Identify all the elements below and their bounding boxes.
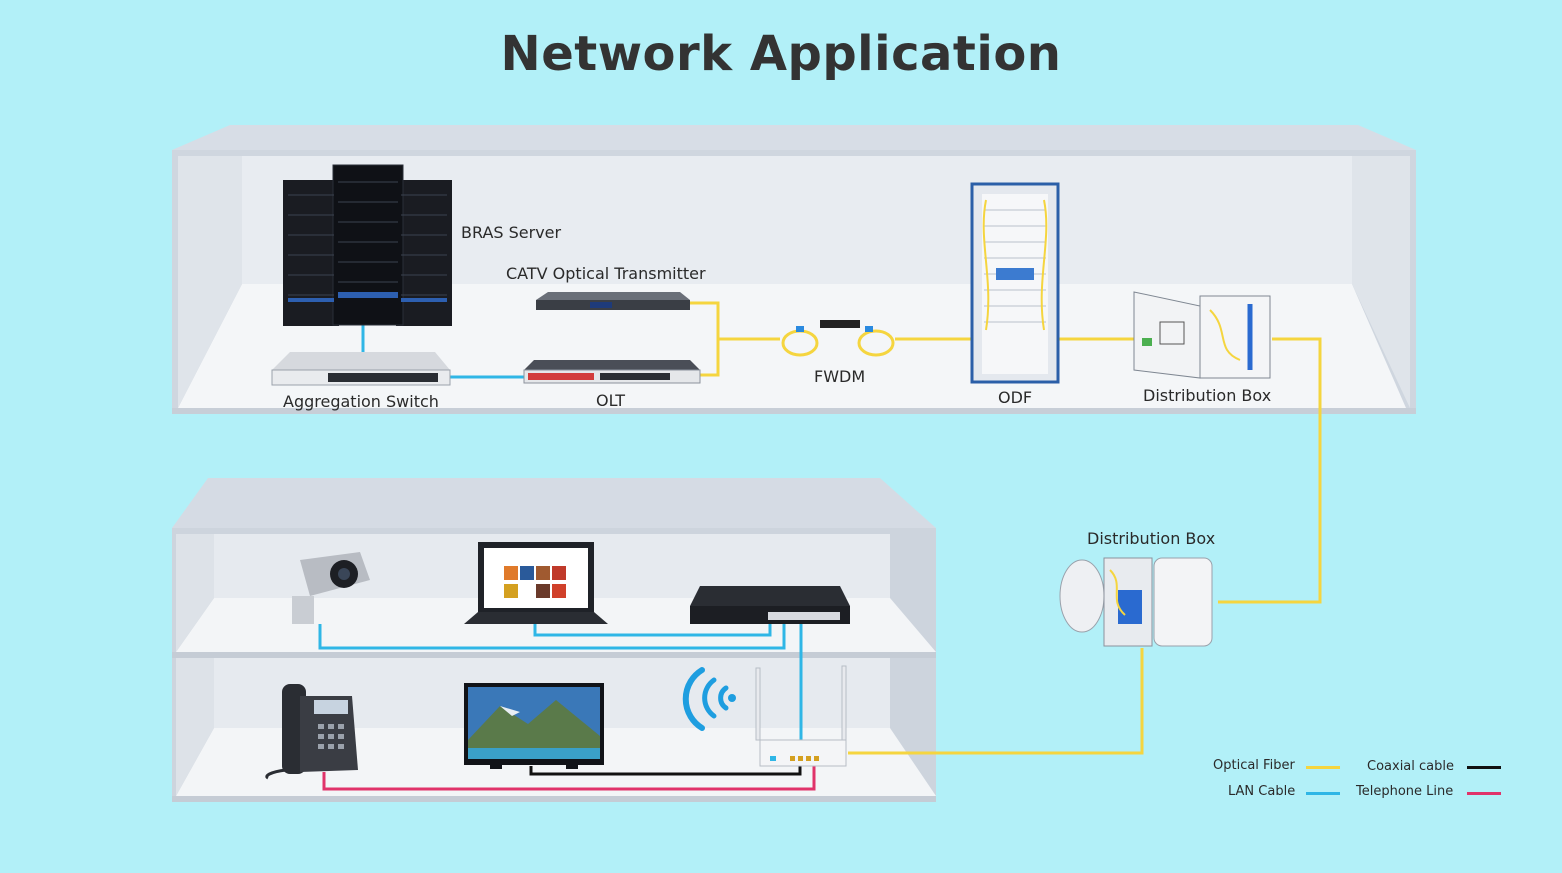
fwdm-icon: [781, 320, 895, 357]
distribution-box-outdoor-icon: [1059, 557, 1213, 647]
optical-fiber-cables: [690, 301, 1322, 755]
odf-label: ODF: [998, 388, 1033, 407]
lan-laptop-to-poe: [533, 624, 772, 637]
ont-router-icon: [755, 665, 847, 767]
legend-coaxial-cable-swatch: [1467, 766, 1501, 769]
wifi-icon: [682, 667, 736, 731]
bras-server-icon: [283, 164, 452, 326]
olt-label: OLT: [596, 391, 626, 410]
fiber-distbox-to-outdoor: [1218, 337, 1322, 604]
laptop-icon: [464, 542, 608, 624]
fwdm-label: FWDM: [814, 367, 866, 386]
fiber-catv-to-fwdm: [690, 301, 780, 341]
legend-lan-cable-swatch: [1306, 792, 1340, 795]
distribution-box-top-label: Distribution Box: [1143, 386, 1272, 405]
legend-telephone-line-swatch: [1467, 792, 1501, 795]
lan-cables: [318, 325, 803, 742]
poe-switch-icon: [690, 586, 850, 624]
odf-icon: [970, 182, 1060, 384]
cctv-camera-icon: [292, 552, 370, 624]
coax-tv-to-ont: [529, 766, 802, 776]
distribution-box-top-icon: [1133, 291, 1271, 379]
ip-phone-icon: [265, 684, 358, 780]
olt-icon: [523, 360, 701, 384]
catv-transmitter-icon: [536, 292, 690, 310]
fiber-olt-to-fwdm: [700, 339, 720, 377]
legend-telephone-line-label: Telephone Line: [1356, 784, 1454, 799]
legend-optical-fiber-swatch: [1306, 766, 1340, 769]
aggregation-switch-label: Aggregation Switch: [283, 392, 439, 411]
lan-camera-to-poe: [318, 624, 786, 650]
distribution-box-outdoor-label: Distribution Box: [1087, 529, 1216, 548]
catv-transmitter-label: CATV Optical Transmitter: [506, 264, 706, 283]
legend-optical-fiber-label: Optical Fiber: [1213, 758, 1295, 773]
phone-line: [322, 766, 816, 791]
television-icon: [464, 683, 604, 769]
legend-lan-cable-label: LAN Cable: [1228, 784, 1296, 799]
bras-server-label: BRAS Server: [461, 223, 562, 242]
fiber-outdoor-to-ont: [848, 648, 1144, 755]
aggregation-switch-icon: [271, 352, 451, 386]
legend-coaxial-cable-label: Coaxial cable: [1367, 759, 1454, 774]
page-title: Network Application: [500, 26, 1062, 82]
